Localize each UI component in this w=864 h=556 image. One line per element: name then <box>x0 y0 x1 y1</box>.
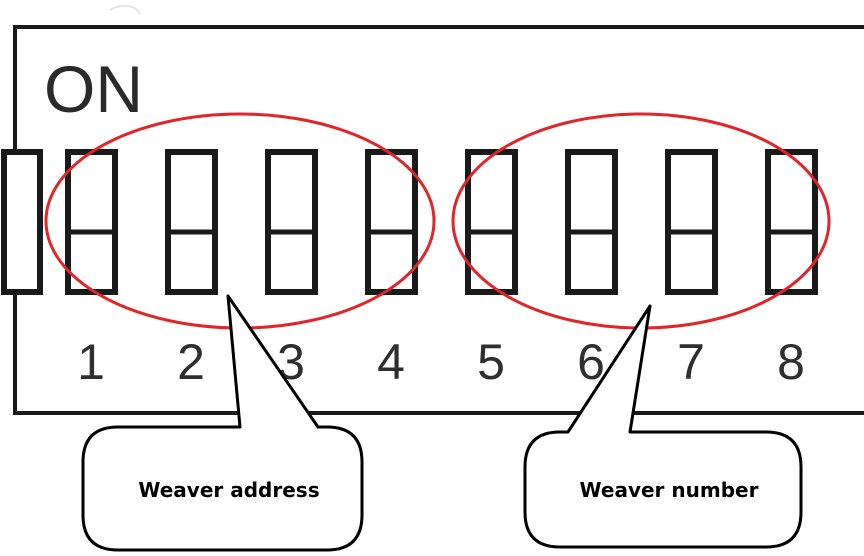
switch-1-frame <box>65 149 118 295</box>
switch-number-8: 8 <box>777 334 805 390</box>
number-callout-bubble <box>523 304 803 549</box>
switch-row <box>65 149 818 295</box>
weaver-number-label: Weaver number <box>580 478 759 502</box>
switch-number-4: 4 <box>377 334 405 390</box>
switch-4-frame <box>365 149 418 295</box>
switch-7-frame <box>665 149 718 295</box>
switch-number-2: 2 <box>177 334 205 390</box>
switch-number-5: 5 <box>477 334 505 390</box>
switch-number-7: 7 <box>677 334 705 390</box>
switch-2-frame <box>165 149 218 295</box>
switch-number-1: 1 <box>77 334 105 390</box>
on-label: ON <box>44 52 143 126</box>
weaver-address-label: Weaver address <box>138 478 319 502</box>
switch-5-frame <box>465 149 518 295</box>
switch-number-row: 1 2 3 4 5 6 7 8 <box>77 334 805 390</box>
edge-switch-frame <box>1 149 43 295</box>
switch-8-frame <box>765 149 818 295</box>
switch-6-frame <box>565 149 618 295</box>
address-callout-bubble <box>81 294 364 552</box>
switch-3-frame <box>265 149 318 295</box>
